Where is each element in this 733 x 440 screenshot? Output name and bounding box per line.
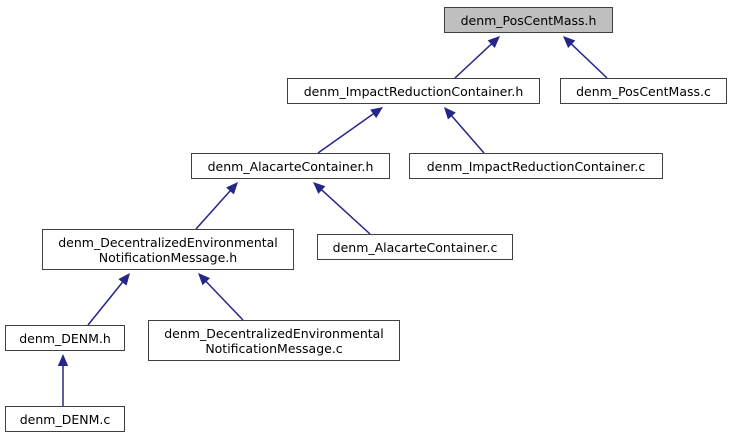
graph-edge <box>317 107 383 154</box>
graph-node-label: denm_DecentralizedEnvironmental Notifica… <box>58 234 278 265</box>
graph-edge <box>57 354 69 406</box>
graph-node-impactreductioncontainer-c[interactable]: denm_ImpactReductionContainer.c <box>409 153 663 179</box>
arrowhead-icon <box>313 182 326 194</box>
arrowhead-icon <box>118 273 130 286</box>
graph-edge <box>198 273 244 321</box>
graph-edge <box>195 182 238 230</box>
graph-node-poscentmass-h[interactable]: denm_PosCentMass.h <box>444 7 613 33</box>
arrowhead-icon <box>487 36 500 48</box>
arrowhead-icon <box>563 36 576 49</box>
graph-node-label: denm_DecentralizedEnvironmental Notifica… <box>164 325 384 356</box>
arrowhead-icon <box>198 273 211 286</box>
graph-node-decentralizedenvironmentalnotificationmessage-c[interactable]: denm_DecentralizedEnvironmental Notifica… <box>148 320 400 361</box>
arrowhead-icon <box>444 107 456 120</box>
graph-edge <box>563 36 608 79</box>
graph-node-denm-c[interactable]: denm_DENM.c <box>5 406 125 432</box>
arrowhead-icon <box>370 107 383 119</box>
graph-node-label: denm_DENM.h <box>19 330 111 346</box>
graph-edge <box>444 107 485 154</box>
graph-node-label: denm_AlacarteContainer.h <box>207 158 374 174</box>
graph-node-label: denm_PosCentMass.h <box>460 12 597 28</box>
graph-node-label: denm_AlacarteContainer.c <box>332 239 498 255</box>
graph-node-label: denm_ImpactReductionContainer.h <box>303 83 524 99</box>
graph-node-label: denm_PosCentMass.c <box>576 83 711 99</box>
graph-node-poscentmass-c[interactable]: denm_PosCentMass.c <box>560 78 727 104</box>
graph-edge <box>454 36 500 79</box>
arrowhead-icon <box>57 354 69 366</box>
graph-node-decentralizedenvironmentalnotificationmessage-h[interactable]: denm_DecentralizedEnvironmental Notifica… <box>42 229 294 270</box>
graph-node-label: denm_DENM.c <box>19 411 111 427</box>
graph-edge <box>313 182 371 235</box>
graph-node-alacartecontainer-h[interactable]: denm_AlacarteContainer.h <box>191 153 390 179</box>
graph-node-label: denm_ImpactReductionContainer.c <box>426 158 646 174</box>
graph-edge <box>87 273 130 326</box>
graph-node-alacartecontainer-c[interactable]: denm_AlacarteContainer.c <box>317 234 513 260</box>
graph-node-impactreductioncontainer-h[interactable]: denm_ImpactReductionContainer.h <box>287 78 540 104</box>
graph-node-denm-h[interactable]: denm_DENM.h <box>5 325 125 351</box>
arrowhead-icon <box>226 182 238 195</box>
